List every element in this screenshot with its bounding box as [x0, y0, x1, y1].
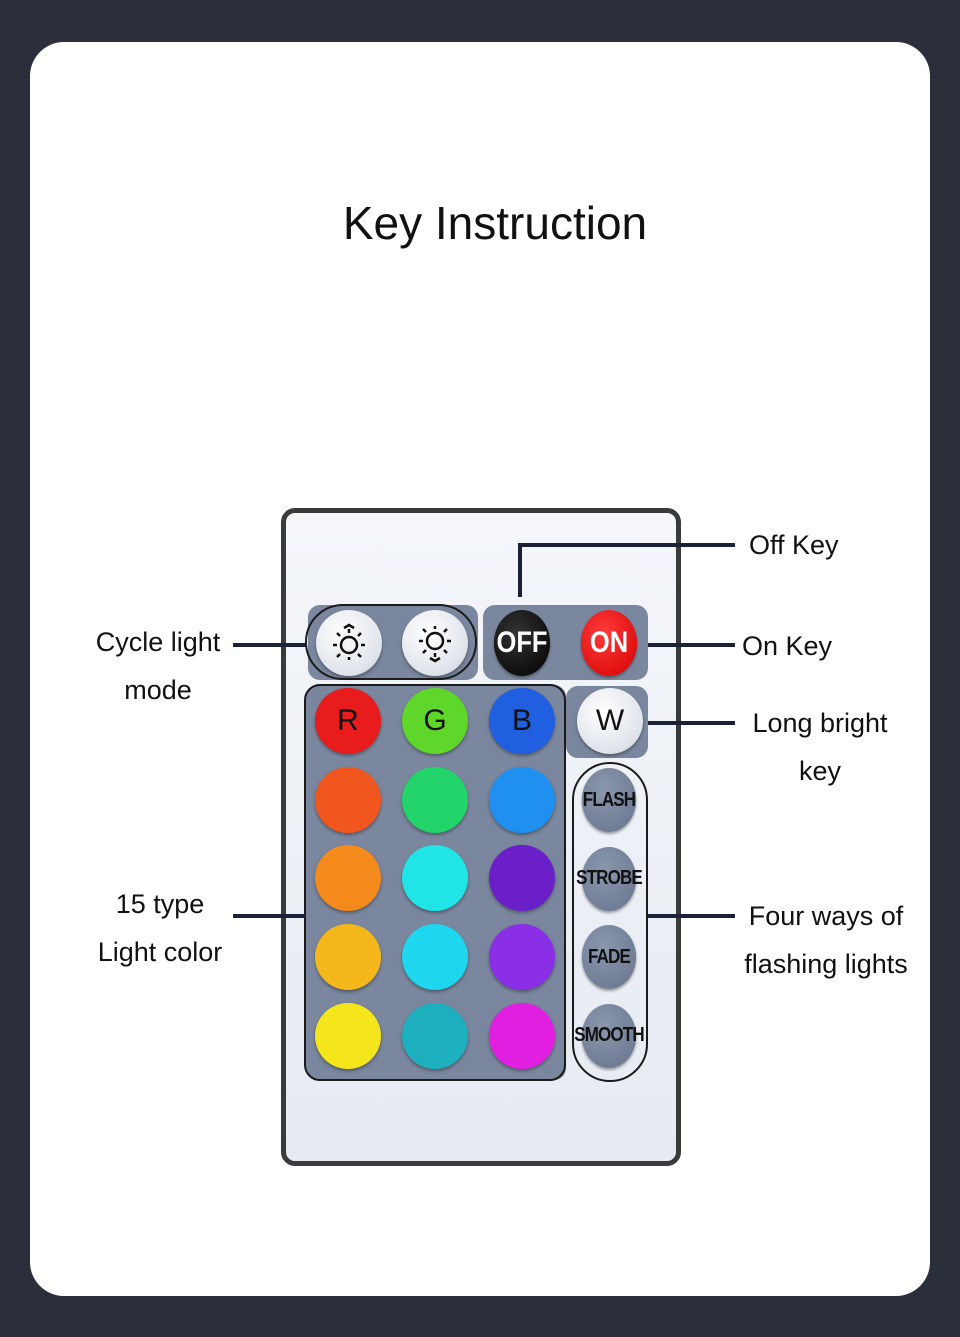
cycle-text-1: Cycle light [95, 627, 221, 657]
color-button[interactable] [489, 1003, 555, 1069]
color-button[interactable] [315, 845, 381, 911]
color-button[interactable] [402, 1003, 468, 1069]
flash-text-1: Four ways of [748, 901, 904, 931]
color-button[interactable] [489, 845, 555, 911]
color-button[interactable] [489, 924, 555, 990]
color-button[interactable] [402, 924, 468, 990]
color-text-2: Light color [97, 937, 223, 967]
color-button[interactable] [315, 1003, 381, 1069]
flash-line [648, 914, 735, 918]
color-text-1: 15 type [115, 889, 205, 919]
long-bright-line [648, 721, 735, 725]
brightness-up-button[interactable] [316, 610, 382, 676]
off-key-label: Off Key [749, 530, 839, 560]
mode-outline [572, 762, 648, 1082]
long-bright-label: Long bright key [720, 699, 920, 795]
white-button[interactable]: W [577, 688, 643, 754]
cycle-text-2: mode [124, 675, 192, 705]
cycle-label: Cycle light mode [60, 618, 256, 714]
color-button[interactable] [315, 924, 381, 990]
on-key-label: On Key [742, 631, 833, 661]
on-key-line [648, 643, 735, 647]
color-button[interactable]: G [402, 688, 468, 754]
brightness-down-icon [419, 626, 451, 663]
color-outline [304, 684, 566, 1081]
color-button[interactable] [402, 767, 468, 833]
mode-button-flash[interactable]: FLASH [581, 768, 637, 832]
long-bright-text-1: Long bright [752, 708, 888, 738]
brightness-up-icon [333, 623, 365, 660]
color-button[interactable] [315, 767, 381, 833]
color-button[interactable]: B [489, 688, 555, 754]
on-button[interactable]: ON [580, 610, 638, 676]
brightness-outline [305, 604, 477, 680]
mode-button-fade[interactable]: FADE [581, 925, 637, 989]
color-button[interactable] [402, 845, 468, 911]
page-title: Key Instruction [342, 197, 648, 249]
flash-label: Four ways of flashing lights [728, 892, 924, 988]
flash-text-2: flashing lights [744, 949, 908, 979]
long-bright-text-2: key [798, 756, 842, 786]
mode-button-smooth[interactable]: SMOOTH [574, 1003, 645, 1068]
off-key-line [518, 543, 522, 597]
color-button[interactable] [489, 767, 555, 833]
mode-button-strobe[interactable]: STROBE [576, 846, 643, 911]
color-line [233, 914, 306, 918]
off-button[interactable]: OFF [493, 610, 551, 676]
color-button[interactable]: R [315, 688, 381, 754]
off-key-line-h [518, 543, 735, 547]
cycle-line [233, 643, 307, 647]
brightness-down-button[interactable] [402, 610, 468, 676]
